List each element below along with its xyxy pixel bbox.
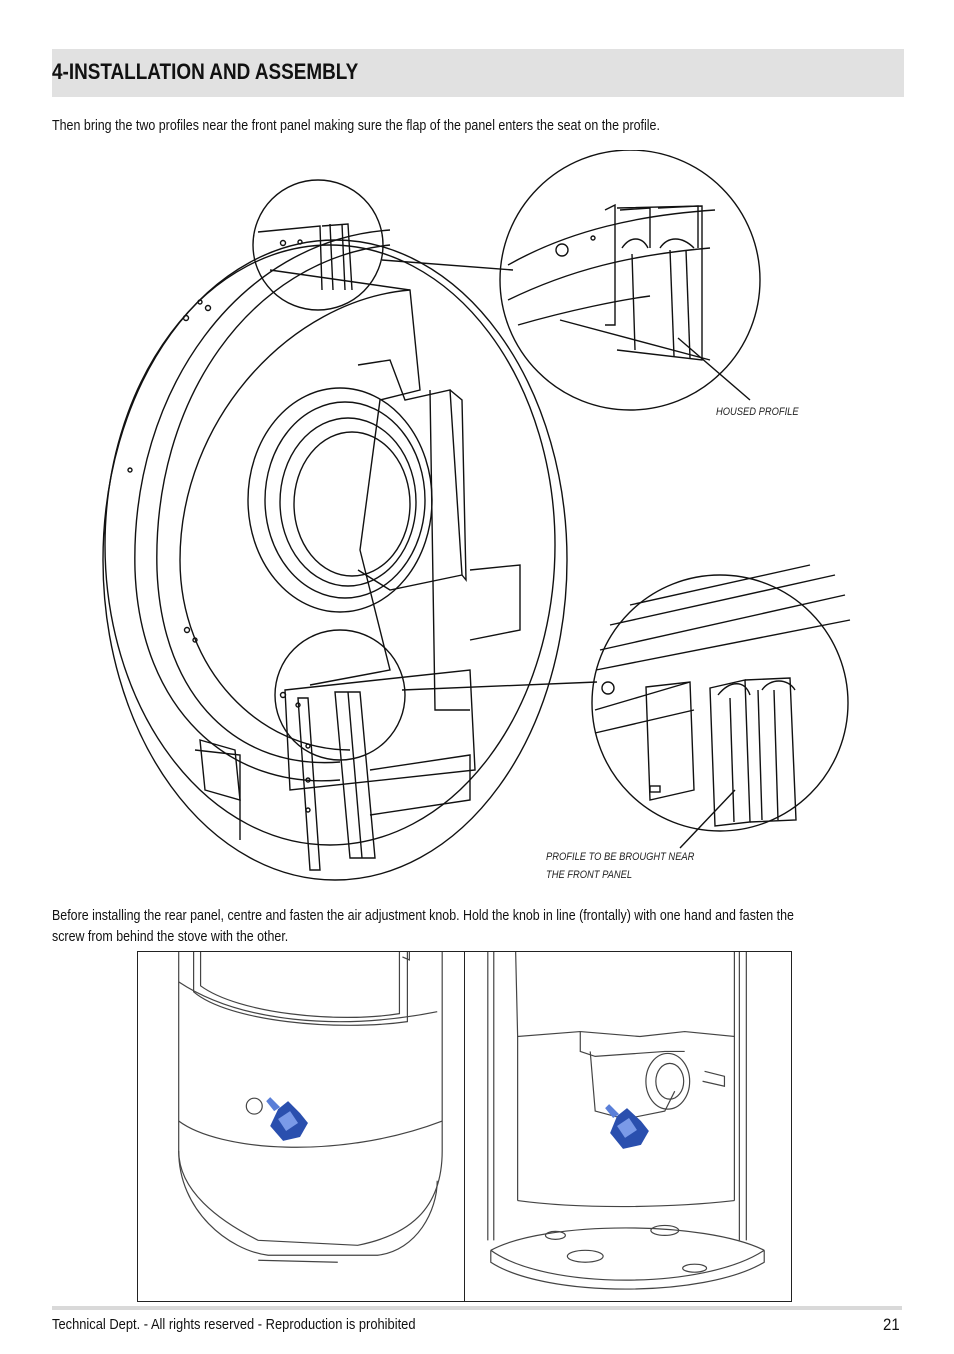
footer-rule — [52, 1306, 902, 1310]
hand-pointer-icon — [605, 1104, 649, 1149]
section-title: 4-INSTALLATION AND ASSEMBLY — [52, 59, 359, 84]
intro-paragraph: Then bring the two profiles near the fro… — [52, 118, 660, 134]
stove-rear-view — [487, 952, 765, 1290]
footer-copyright: Technical Dept. - All rights reserved - … — [52, 1316, 416, 1333]
callout-profile-near-line2: THE FRONT PANEL — [546, 869, 633, 881]
knob-photo-frame — [137, 951, 792, 1302]
stove-assembly-drawing — [102, 150, 851, 881]
hand-pointer-icon — [266, 1097, 308, 1141]
photo-divider — [464, 952, 465, 1301]
callout-housed-profile: HOUSED PROFILE — [716, 406, 799, 418]
knob-paragraph: Before installing the rear panel, centre… — [52, 906, 794, 948]
section-header-bar: 4-INSTALLATION AND ASSEMBLY — [52, 49, 904, 97]
stove-front-view — [178, 952, 443, 1263]
callout-profile-near: PROFILE TO BE BROUGHT NEAR THE FRONT PAN… — [546, 848, 694, 884]
knob-paragraph-line1: Before installing the rear panel, centre… — [52, 908, 794, 924]
page-number: 21 — [883, 1315, 900, 1334]
callout-profile-near-line1: PROFILE TO BE BROUGHT NEAR — [546, 851, 695, 863]
knob-paragraph-line2: screw from behind the stove with the oth… — [52, 929, 289, 945]
